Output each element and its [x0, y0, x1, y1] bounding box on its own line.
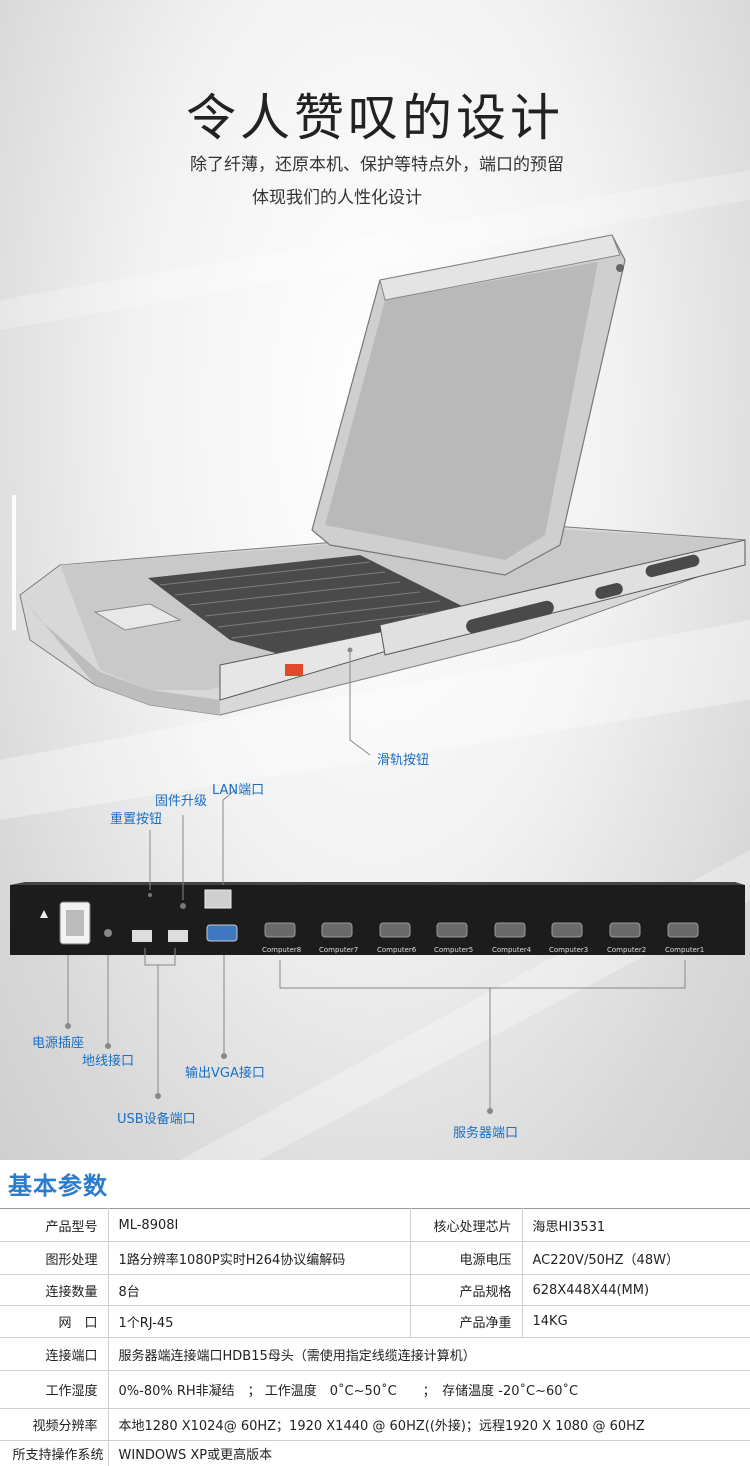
param-key: 图形处理	[0, 1241, 109, 1275]
port-label: Computer8	[262, 946, 302, 954]
param-value: 1个RJ-45	[108, 1305, 411, 1338]
param-value: ML-8908I	[108, 1208, 411, 1242]
param-key: 核心处理芯片	[410, 1208, 523, 1242]
param-value: AC220V/50HZ（48W）	[522, 1241, 750, 1275]
usb-ports-label: USB设备端口	[117, 1112, 196, 1127]
param-key: 连接数量	[0, 1274, 109, 1306]
slide-rail-button-marker	[285, 664, 303, 676]
hero-section: Computer8 Computer7 Computer6 Computer5 …	[0, 0, 750, 1160]
lan-port-label: LAN端口	[212, 783, 265, 798]
port-label: Computer7	[319, 946, 359, 954]
table-row: 连接数量 8台 产品规格 628X448X44(MM)	[0, 1274, 750, 1306]
table-row: 连接端口 服务器端连接端口HDB15母头（需使用指定线缆连接计算机）	[0, 1337, 750, 1371]
param-value: 服务器端连接端口HDB15母头（需使用指定线缆连接计算机）	[108, 1337, 750, 1371]
vga-output-label: 输出VGA接口	[185, 1066, 265, 1081]
param-key: 产品净重	[410, 1305, 523, 1338]
param-key: 所支持操作系统	[0, 1440, 109, 1466]
subtitle-line-1: 除了纤薄，还原本机、保护等特点外，端口的预留	[190, 155, 564, 175]
param-key: 产品型号	[0, 1208, 109, 1242]
param-key: 产品规格	[410, 1274, 523, 1306]
param-value: 628X448X44(MM)	[522, 1274, 750, 1306]
table-row: 所支持操作系统 WINDOWS XP或更高版本	[0, 1440, 750, 1466]
table-row: 工作湿度 0%-80% RH非凝结 ； 工作温度 0˚C~50˚C ； 存储温度…	[0, 1370, 750, 1409]
ground-port-label: 地线接口	[82, 1054, 135, 1069]
firmware-upgrade-label: 固件升级	[155, 794, 208, 809]
port-label: Computer3	[549, 946, 589, 954]
params-section-title: 基本参数	[8, 1172, 108, 1200]
port-label: Computer2	[607, 946, 647, 954]
table-row: 网 口 1个RJ-45 产品净重 14KG	[0, 1305, 750, 1338]
server-ports-label: 服务器端口	[453, 1126, 519, 1141]
param-value: 1路分辨率1080P实时H264协议编解码	[108, 1241, 411, 1275]
param-value: 本地1280 X1024@ 60HZ；1920 X1440 @ 60HZ((外接…	[108, 1408, 750, 1441]
table-row: 视频分辨率 本地1280 X1024@ 60HZ；1920 X1440 @ 60…	[0, 1408, 750, 1441]
reset-button-label: 重置按钮	[110, 812, 163, 827]
port-label: Computer1	[665, 946, 705, 954]
param-key: 视频分辨率	[0, 1408, 109, 1441]
param-value: 0%-80% RH非凝结 ； 工作温度 0˚C~50˚C ； 存储温度 -20˚…	[108, 1370, 750, 1409]
param-key: 工作湿度	[0, 1370, 109, 1409]
table-row: 图形处理 1路分辨率1080P实时H264协议编解码 电源电压 AC220V/5…	[0, 1241, 750, 1275]
kvm-product-illustration	[10, 234, 746, 1114]
param-key: 网 口	[0, 1305, 109, 1338]
table-row: 产品型号 ML-8908I 核心处理芯片 海思HI3531	[0, 1208, 750, 1242]
param-value: 14KG	[522, 1305, 750, 1338]
power-socket-label: 电源插座	[32, 1036, 85, 1051]
params-table: 产品型号 ML-8908I 核心处理芯片 海思HI3531 图形处理 1路分辨率…	[0, 1208, 750, 1466]
port-label: Computer5	[434, 946, 474, 954]
param-key: 电源电压	[410, 1241, 523, 1275]
param-value: 海思HI3531	[522, 1208, 750, 1242]
param-value: WINDOWS XP或更高版本	[108, 1440, 750, 1466]
subtitle-line-2: 体现我们的人性化设计	[252, 188, 422, 208]
param-key: 连接端口	[0, 1337, 109, 1371]
param-value: 8台	[108, 1274, 411, 1306]
slide-rail-button-label: 滑轨按钮	[377, 753, 430, 768]
page-title: 令人赞叹的设计	[186, 89, 564, 147]
port-label: Computer4	[492, 946, 532, 954]
port-label: Computer6	[377, 946, 417, 954]
